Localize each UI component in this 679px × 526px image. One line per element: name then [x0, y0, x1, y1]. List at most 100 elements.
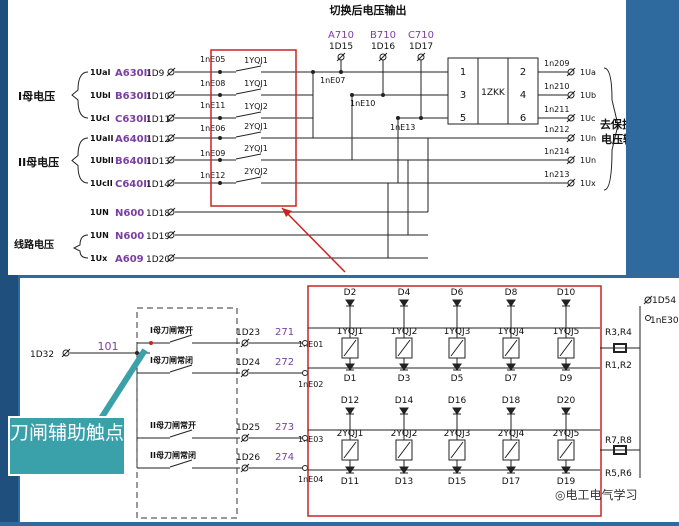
junction-label: 1nE10	[350, 99, 375, 108]
relay-coil-label: 1YQJ1	[337, 327, 364, 337]
switch-pin-label: 5	[460, 113, 466, 124]
callout-text: 刀闸辅助触点	[10, 422, 125, 444]
aux-terminal-label: 1D23	[236, 328, 260, 338]
output-signal-label: 1Un	[580, 134, 596, 143]
relay-coil-slash	[559, 441, 573, 459]
output-tap-dot	[339, 70, 343, 74]
output-node-label: 1n210	[544, 82, 569, 91]
relay-contact-frame	[210, 49, 297, 207]
terminal-slash	[166, 133, 176, 143]
terminal-slash	[61, 348, 71, 358]
output-node-label: 1n214	[544, 147, 569, 156]
source-wire-label: 101	[98, 340, 119, 353]
resistor-label: R7,R8	[605, 436, 632, 446]
aux-node-label: 1nE02	[298, 380, 323, 389]
terminal-slash	[566, 178, 576, 188]
aux-node	[302, 340, 308, 346]
output-node-label: 1n212	[544, 125, 569, 134]
terminal-slash	[166, 207, 176, 217]
diode-symbol	[399, 466, 409, 474]
relay-node-label: 1nE08	[200, 79, 225, 88]
diode-symbol	[561, 407, 571, 415]
aux-node-label: 1nE04	[298, 475, 323, 484]
input-terminal-label: 1D10	[146, 92, 170, 102]
diode-label: D19	[557, 477, 576, 487]
input-wire-label: 1UbII	[90, 156, 114, 165]
relay-coil-label: 1YQJ2	[391, 327, 418, 337]
aux-wire-label: 274	[275, 452, 294, 463]
relay-contact-blade	[235, 88, 262, 95]
terminal-slash	[240, 433, 250, 443]
output-phase-label: C710	[408, 30, 434, 41]
diode-symbol	[399, 363, 409, 371]
output-phase-label: A710	[328, 30, 354, 41]
diode-label: D2	[344, 288, 357, 298]
contact-blade	[169, 334, 193, 343]
terminal-slash	[166, 178, 176, 188]
aux-node	[302, 370, 308, 376]
terminal-slash	[166, 67, 176, 77]
terminal-slash	[566, 133, 576, 143]
output-terminal-label: 1D16	[371, 42, 395, 52]
junction-label: 1nE07	[320, 76, 345, 85]
input-terminal-label: 1D14	[146, 180, 170, 190]
diode-label: D13	[395, 477, 413, 487]
terminal-slash	[240, 463, 250, 473]
aux-terminal-label: 1D26	[236, 453, 260, 463]
terminal-slash	[166, 253, 176, 263]
relay-matrix-frame	[307, 285, 602, 517]
diode-label: D3	[398, 374, 411, 384]
resistor-label: R1,R2	[605, 361, 632, 371]
relay-node-label: 1nE11	[200, 101, 225, 110]
output-signal-label: 1Uc	[580, 114, 595, 123]
diode-symbol	[506, 299, 516, 307]
input-wire-label: 1UaII	[90, 134, 113, 143]
switch-body	[447, 57, 539, 125]
resistor-label: R3,R4	[605, 328, 632, 338]
diode-symbol	[452, 299, 462, 307]
aux-terminal-label: 1D25	[236, 423, 260, 433]
input-code-label: A609	[115, 254, 144, 265]
output-tap-dot	[419, 116, 423, 120]
right-terminal-label: 1D54	[652, 296, 676, 306]
switch-pin-label: 6	[520, 113, 526, 124]
diode-label: D5	[451, 374, 464, 384]
input-terminal-label: 1D9	[146, 69, 165, 79]
diode-symbol	[506, 466, 516, 474]
diode-symbol	[345, 299, 355, 307]
diode-label: D12	[341, 396, 359, 406]
destination-label: 电压输入	[601, 132, 626, 146]
diode-label: D16	[448, 396, 467, 406]
relay-coil-label: 2YQJ2	[391, 429, 418, 439]
switch-pin-label: 1	[460, 67, 466, 78]
group-bracket	[71, 137, 89, 184]
input-wire-label: 1UN	[90, 231, 109, 240]
input-code-label: C630II	[115, 114, 151, 125]
watermark: ◎电工电气学习	[555, 488, 638, 502]
diode-label: D6	[451, 288, 464, 298]
diode-symbol	[399, 407, 409, 415]
callout-box: 刀闸辅助触点	[8, 416, 126, 476]
input-wire-label: 1UcI	[90, 114, 110, 123]
group-label-I: I母电压	[18, 89, 55, 103]
input-terminal-label: 1D18	[146, 209, 170, 219]
contact-II-nc-label: II母刀闸常闭	[150, 450, 196, 460]
terminal-slash	[166, 230, 176, 240]
group-label-line: 线路电压	[14, 238, 54, 251]
output-node-label: 1n211	[544, 105, 569, 114]
input-wire-label: 1UaI	[90, 68, 110, 77]
diode-symbol	[345, 466, 355, 474]
output-phase-label: B710	[370, 30, 396, 41]
switch-pin-label: 4	[520, 90, 526, 101]
relay-coil-label: 2YQJ5	[553, 429, 580, 439]
diode-label: D18	[502, 396, 521, 406]
input-wire-label: 1Ux	[90, 254, 108, 263]
diode-symbol	[561, 466, 571, 474]
terminal-slash	[566, 67, 576, 77]
junction-label: 1nE13	[390, 123, 415, 132]
diode-label: D8	[505, 288, 518, 298]
switch-name: 1ZKK	[481, 88, 506, 98]
relay-coil-slash	[343, 339, 357, 357]
